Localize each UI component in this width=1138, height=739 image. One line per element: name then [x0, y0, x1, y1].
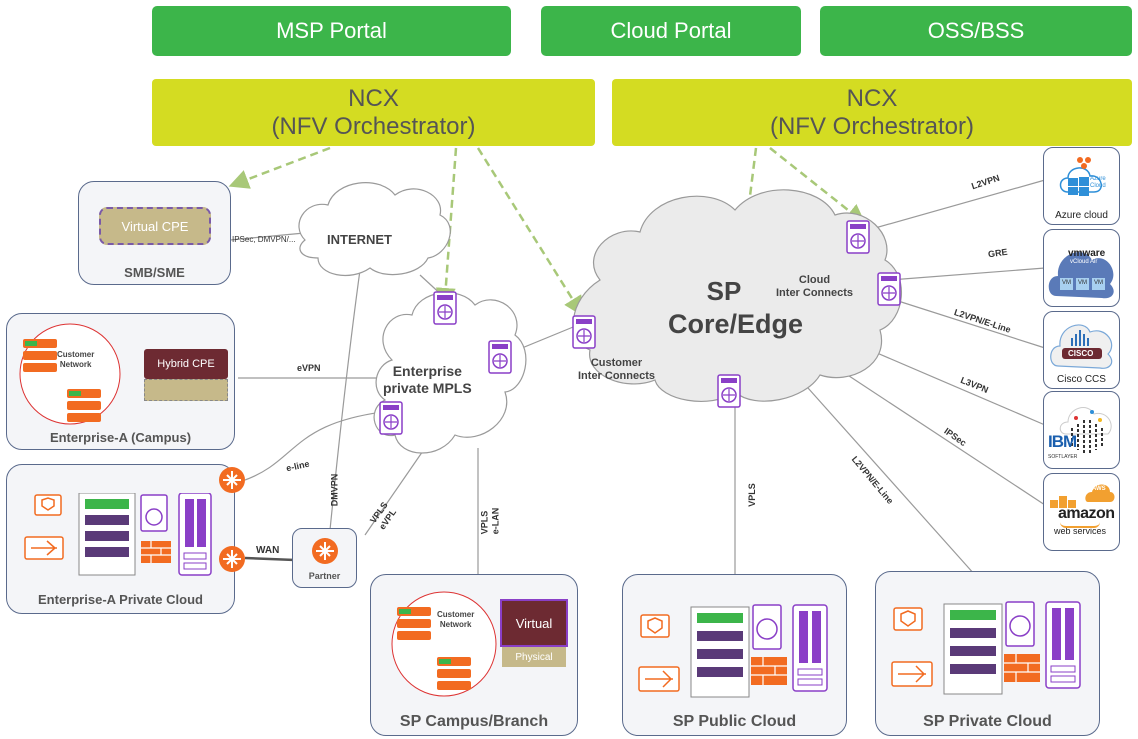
- azure-cloud-box[interactable]: Azure Cloud Azure cloud: [1043, 147, 1120, 225]
- enterprise-private-cloud-panel: Enterprise-A Private Cloud: [6, 464, 235, 614]
- ibm-softlayer-box[interactable]: IBM SOFTLAYER: [1043, 391, 1120, 469]
- aws-icon: [1050, 484, 1115, 508]
- vmware-box[interactable]: vmware vCloud Air VM VM VM: [1043, 229, 1120, 307]
- web-services-label: web services: [1054, 526, 1107, 536]
- dmvpn-label: DMVPN: [329, 473, 340, 507]
- virtual-device[interactable]: Virtual: [500, 599, 568, 647]
- enterprise-private-cloud-label: Enterprise-A Private Cloud: [38, 592, 203, 607]
- smb-sme-label: SMB/SME: [124, 265, 185, 280]
- ncx-title: NCX: [348, 84, 399, 112]
- ncx-subtitle: (NFV Orchestrator): [271, 112, 476, 140]
- enterprise-campus-label: Enterprise-A (Campus): [49, 430, 192, 445]
- private-cloud-equipment: [24, 493, 212, 576]
- hybrid-cpe-physical: [144, 379, 228, 401]
- vm-label-1: VM: [1062, 280, 1071, 286]
- enterprise-campus-panel: Customer Network Hybrid CPE Enterprise-A…: [6, 313, 235, 450]
- sp-public-cloud-panel: SP Public Cloud: [622, 574, 847, 736]
- mpls-cloud: [373, 292, 527, 454]
- sp-customer-network-group: [391, 591, 497, 697]
- wan-link: [244, 556, 296, 562]
- ncx-subtitle: (NFV Orchestrator): [769, 112, 975, 140]
- partner-panel[interactable]: Partner: [292, 528, 357, 588]
- customer-network-label: Customer Network: [57, 350, 95, 369]
- sp-public-cloud-label: SP Public Cloud: [672, 713, 797, 730]
- customer-network-group: [19, 323, 121, 425]
- cloud-ic-router-bottom-icon[interactable]: [877, 272, 901, 306]
- sp-core-label-line2: Core/Edge: [668, 309, 804, 339]
- cisco-logo-label: CISCO: [1068, 349, 1094, 358]
- vmware-logo-label: vmware: [1068, 248, 1106, 259]
- public-cloud-equipment: [638, 604, 828, 698]
- wan-label: WAN: [256, 545, 280, 556]
- ipsec-dmvpn-label: IPSec, DMVPN/...: [232, 235, 296, 244]
- internet-label: INTERNET: [327, 232, 392, 247]
- vm-label-3: VM: [1094, 280, 1103, 286]
- mpls-router-top-icon[interactable]: [433, 291, 457, 325]
- sp-core-cloud: [572, 189, 903, 402]
- vmware-icon: [1048, 252, 1114, 299]
- edge-router-icon[interactable]: [218, 466, 246, 494]
- azure-inner-label: Azure Cloud: [1090, 176, 1106, 189]
- sp-private-cloud-label: SP Private Cloud: [923, 713, 1052, 730]
- cloud-interconnects-label: Cloud Inter Connects: [776, 274, 854, 299]
- hybrid-cpe-label: Hybrid CPE: [157, 358, 215, 370]
- amazon-logo-label: amazon: [1058, 505, 1115, 522]
- evpn-label: eVPN: [297, 363, 321, 373]
- physical-label: Physical: [515, 651, 553, 663]
- sp-campus-label: SP Campus/Branch: [399, 713, 549, 730]
- physical-device: Physical: [502, 647, 566, 667]
- virtual-label: Virtual: [515, 615, 553, 631]
- cloud-portal[interactable]: Cloud Portal: [541, 6, 801, 56]
- softlayer-label: SOFTLAYER: [1048, 454, 1078, 460]
- internet-cloud: [298, 182, 451, 277]
- core-bottom-router-icon[interactable]: [717, 374, 741, 408]
- vm-label-2: VM: [1078, 280, 1087, 286]
- cisco-ccs-label: Cisco CCS: [1057, 374, 1106, 385]
- sp-private-cloud-panel: SP Private Cloud: [875, 571, 1100, 736]
- amazon-smile-icon: [1060, 522, 1100, 528]
- oss-bss-portal[interactable]: OSS/BSS: [820, 6, 1132, 56]
- softlayer-icon: [1059, 407, 1112, 454]
- vcloud-air-label: vCloud Air: [1070, 259, 1098, 265]
- link-lines: [229, 179, 1046, 576]
- virtual-cpe-label: Virtual CPE: [121, 218, 189, 234]
- customer-interconnects-label: Customer Inter Connects: [578, 357, 656, 382]
- ncx-orchestrator-right[interactable]: NCX (NFV Orchestrator): [612, 79, 1132, 146]
- partner-label: Partner: [308, 571, 341, 581]
- ibm-logo-label: IBM: [1048, 432, 1077, 451]
- cisco-ccs-box[interactable]: CISCO Cisco CCS: [1043, 311, 1120, 389]
- hybrid-cpe-device[interactable]: Hybrid CPE: [144, 349, 228, 379]
- ncx-title: NCX: [846, 84, 898, 112]
- azure-icon: [1059, 157, 1102, 196]
- vpls-label: VPLS: [746, 483, 757, 507]
- mpls-router-left-icon[interactable]: [379, 401, 403, 435]
- wan-router-icon[interactable]: [218, 545, 246, 573]
- cloud-ic-router-top-icon[interactable]: [846, 220, 870, 254]
- mpls-router-right-icon[interactable]: [488, 340, 512, 374]
- partner-router-icon: [312, 538, 338, 564]
- azure-cloud-label: Azure cloud: [1055, 210, 1108, 221]
- amazon-web-services-box[interactable]: AWS amazon web services: [1043, 473, 1120, 551]
- cisco-cloud-icon: [1050, 324, 1113, 369]
- vpls-elan-label: VPLS e-LAN: [479, 507, 501, 535]
- virtual-cpe-device[interactable]: Virtual CPE: [99, 207, 211, 245]
- aws-badge-label: AWS: [1092, 486, 1106, 492]
- customer-ic-router-icon[interactable]: [572, 315, 596, 349]
- ncx-orchestrator-left[interactable]: NCX (NFV Orchestrator): [152, 79, 595, 146]
- private-sp-cloud-equipment: [891, 601, 1081, 695]
- sp-core-label-line1: SP: [706, 276, 742, 306]
- sp-campus-panel: Customer Network Virtual Physical SP Cam…: [370, 574, 578, 736]
- smb-sme-panel: Virtual CPE SMB/SME: [78, 181, 231, 285]
- mpls-label: Enterprise private MPLS: [383, 363, 472, 396]
- msp-portal[interactable]: MSP Portal: [152, 6, 511, 56]
- sp-customer-network-label: Customer Network: [437, 610, 475, 629]
